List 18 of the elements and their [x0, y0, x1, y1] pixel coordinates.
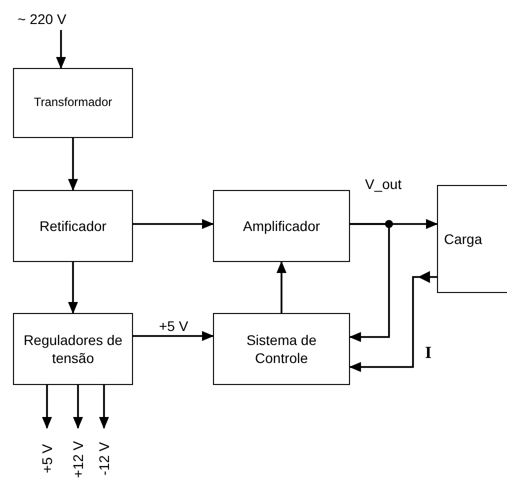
block-box: [13, 68, 133, 138]
block-text: -12 V: [94, 442, 113, 476]
block-text: Reguladores de tensão: [23, 330, 123, 368]
block-text: +5 V: [38, 444, 56, 474]
block-box: [213, 190, 350, 262]
block-text: Carga: [444, 230, 482, 248]
block-text: Retificador: [40, 216, 106, 236]
block-box: [13, 190, 133, 262]
edge-label: +5 V: [158, 318, 190, 334]
block-text: Amplificador: [242, 216, 320, 236]
block-box: [13, 313, 133, 385]
block-box: [213, 313, 350, 385]
block-box: [437, 185, 507, 293]
block-text: ~ 220 V: [18, 10, 66, 28]
block-text: Transformador: [34, 95, 112, 111]
signal-label: V_out: [364, 176, 403, 192]
block-text: +12 V: [68, 440, 87, 478]
block-text: Sistema de Controle: [245, 330, 318, 368]
